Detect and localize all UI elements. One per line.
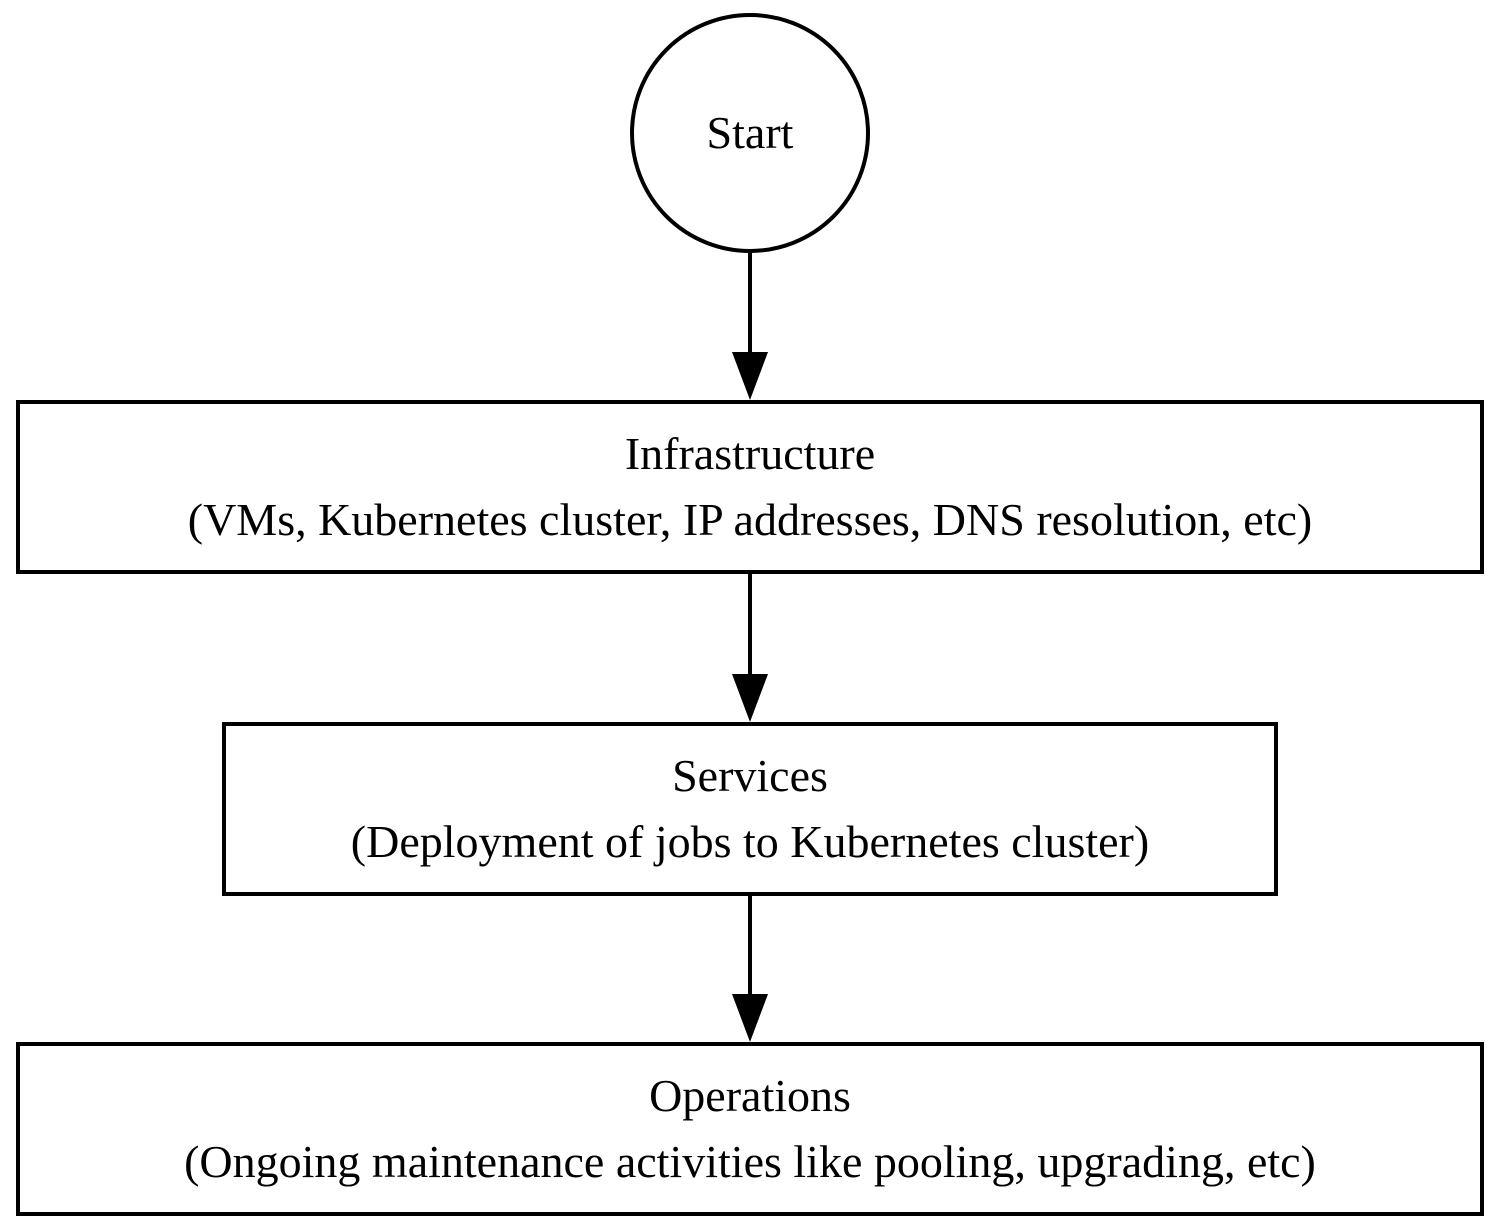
arrow-infrastructure-to-services xyxy=(732,574,768,722)
start-node: Start xyxy=(630,13,870,253)
operations-node: Operations (Ongoing maintenance activiti… xyxy=(16,1042,1484,1216)
infrastructure-node: Infrastructure (VMs, Kubernetes cluster,… xyxy=(16,400,1484,574)
arrow-start-to-infrastructure xyxy=(732,253,768,400)
infrastructure-node-title: Infrastructure xyxy=(624,428,876,479)
infrastructure-node-subtitle: (VMs, Kubernetes cluster, IP addresses, … xyxy=(187,494,1313,545)
operations-node-title: Operations xyxy=(649,1070,851,1121)
services-node-subtitle: (Deployment of jobs to Kubernetes cluste… xyxy=(350,816,1150,867)
start-node-label: Start xyxy=(706,107,794,158)
services-node: Services (Deployment of jobs to Kubernet… xyxy=(222,722,1278,896)
operations-node-subtitle: (Ongoing maintenance activities like poo… xyxy=(184,1136,1316,1187)
arrow-services-to-operations xyxy=(732,896,768,1042)
services-node-title: Services xyxy=(672,750,828,801)
